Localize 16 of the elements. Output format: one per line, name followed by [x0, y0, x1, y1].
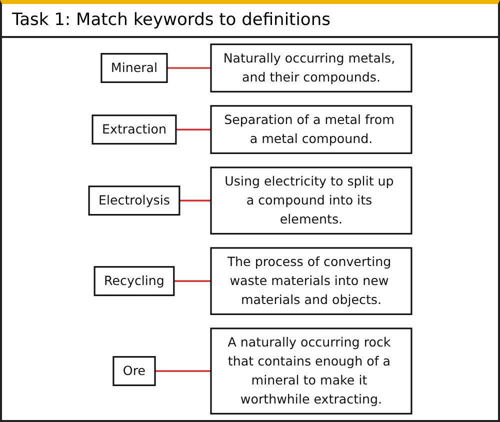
connector [174, 280, 211, 282]
connector [154, 370, 211, 372]
connector [166, 67, 211, 69]
connector [179, 200, 211, 202]
title: Task 1: Match keywords to definitions [2, 4, 498, 38]
node-box: Separation of a metal from a metal compound. [210, 105, 412, 154]
node-box: A naturally occurring rock that contains enough of a mineral to make it worthwhile extracting. [210, 328, 412, 414]
connector [176, 128, 211, 130]
node-box: Extraction [91, 114, 176, 145]
node-box: Naturally occurring metals, and their compounds. [210, 44, 412, 92]
node-box: Electrolysis [88, 186, 180, 216]
node-box: Ore [112, 356, 156, 386]
node-box: Recycling [94, 266, 174, 296]
node-box: Mineral [100, 53, 168, 83]
node-box: Using electricity to split up a compound into its elements. [210, 166, 412, 235]
node-box: The process of converting waste materials into new materials and objects. [210, 247, 412, 316]
